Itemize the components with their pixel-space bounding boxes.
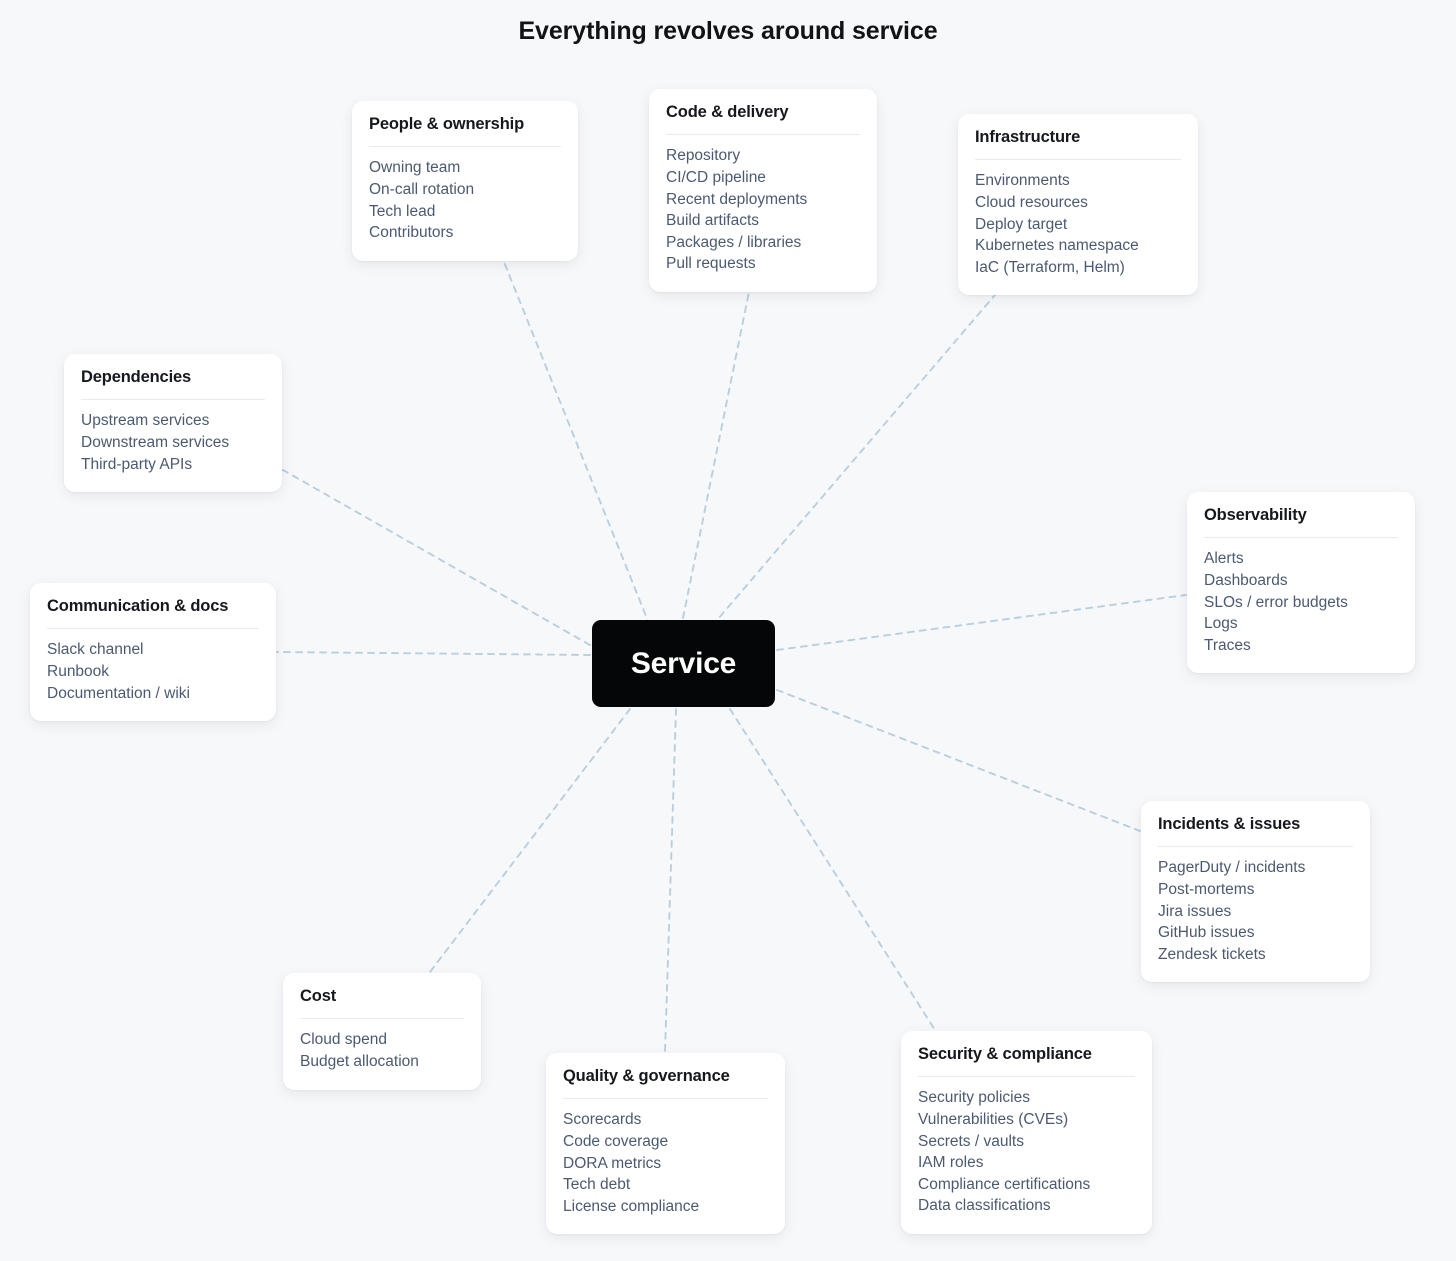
list-item[interactable]: Logs: [1204, 615, 1238, 633]
connector-incidents-issues: [776, 689, 1141, 832]
list-item[interactable]: Code coverage: [563, 1133, 669, 1151]
list-item[interactable]: Documentation / wiki: [47, 684, 191, 702]
list-item[interactable]: Recent deployments: [666, 190, 808, 208]
list-item[interactable]: GitHub issues: [1158, 924, 1255, 942]
list-item[interactable]: Tech lead: [369, 202, 436, 220]
list-item[interactable]: Post-mortems: [1158, 881, 1255, 899]
list-item[interactable]: Dashboards: [1204, 572, 1288, 590]
center-node-service[interactable]: Service: [592, 620, 775, 707]
connector-cost: [429, 708, 631, 973]
list-item[interactable]: IAM roles: [918, 1154, 984, 1172]
card-title-code-delivery: Code & delivery: [666, 102, 860, 136]
list-item[interactable]: Vulnerabilities (CVEs): [918, 1111, 1069, 1129]
card-title-quality-governance: Quality & governance: [563, 1066, 768, 1100]
list-item[interactable]: Jira issues: [1158, 902, 1232, 920]
list-item[interactable]: CI/CD pipeline: [666, 169, 766, 187]
card-title-security-compliance: Security & compliance: [918, 1044, 1135, 1078]
card-title-cost: Cost: [300, 986, 464, 1020]
list-item[interactable]: Upstream services: [81, 412, 210, 430]
card-title-dependencies: Dependencies: [81, 367, 265, 401]
center-node-label: Service: [630, 646, 737, 680]
connector-people-ownership: [499, 251, 651, 627]
list-item[interactable]: On-call rotation: [369, 181, 475, 199]
list-item[interactable]: PagerDuty / incidents: [1158, 859, 1306, 877]
list-item[interactable]: Downstream services: [81, 434, 230, 452]
list-item[interactable]: IaC (Terraform, Helm): [975, 258, 1125, 276]
list-item[interactable]: DORA metrics: [563, 1154, 662, 1172]
list-item[interactable]: Cloud resources: [975, 194, 1088, 212]
list-item[interactable]: Alerts: [1204, 550, 1244, 568]
connector-security-compliance: [729, 708, 936, 1031]
card-title-infrastructure: Infrastructure: [975, 127, 1181, 161]
list-item[interactable]: Kubernetes namespace: [975, 237, 1139, 255]
list-item[interactable]: SLOs / error budgets: [1204, 593, 1348, 611]
list-item[interactable]: Budget allocation: [300, 1053, 419, 1071]
list-item[interactable]: Slack channel: [47, 641, 144, 659]
list-item[interactable]: Third-party APIs: [81, 455, 193, 473]
connector-infrastructure: [711, 288, 1001, 627]
card-title-incidents-issues: Incidents & issues: [1158, 814, 1353, 848]
page-title: Everything revolves around service: [518, 17, 938, 45]
list-item[interactable]: Compliance certifications: [918, 1175, 1091, 1193]
card-title-communication-docs: Communication & docs: [47, 596, 259, 630]
list-item[interactable]: Cloud spend: [300, 1031, 388, 1049]
connector-observability: [776, 594, 1187, 651]
list-item[interactable]: Repository: [666, 147, 741, 165]
card-title-observability: Observability: [1204, 505, 1398, 539]
list-item[interactable]: Environments: [975, 172, 1070, 190]
list-item[interactable]: Deploy target: [975, 215, 1068, 233]
list-item[interactable]: Build artifacts: [666, 212, 760, 230]
list-item[interactable]: Owning team: [369, 159, 461, 177]
list-item[interactable]: Traces: [1204, 636, 1251, 654]
list-item[interactable]: Pull requests: [666, 255, 756, 273]
connector-quality-governance: [664, 708, 677, 1053]
connector-dependencies: [282, 469, 591, 646]
list-item[interactable]: Scorecards: [563, 1111, 642, 1129]
list-item[interactable]: Packages / libraries: [666, 233, 802, 251]
list-item[interactable]: Zendesk tickets: [1158, 945, 1266, 963]
card-title-people-ownership: People & ownership: [369, 114, 561, 148]
connector-communication-docs: [276, 651, 591, 656]
list-item[interactable]: Security policies: [918, 1089, 1030, 1107]
list-item[interactable]: Data classifications: [918, 1197, 1051, 1215]
list-item[interactable]: License compliance: [563, 1197, 700, 1215]
list-item[interactable]: Runbook: [47, 663, 110, 681]
list-item[interactable]: Secrets / vaults: [918, 1132, 1024, 1150]
connector-code-delivery: [682, 286, 751, 619]
list-item[interactable]: Tech debt: [563, 1176, 631, 1194]
list-item[interactable]: Contributors: [369, 224, 454, 242]
